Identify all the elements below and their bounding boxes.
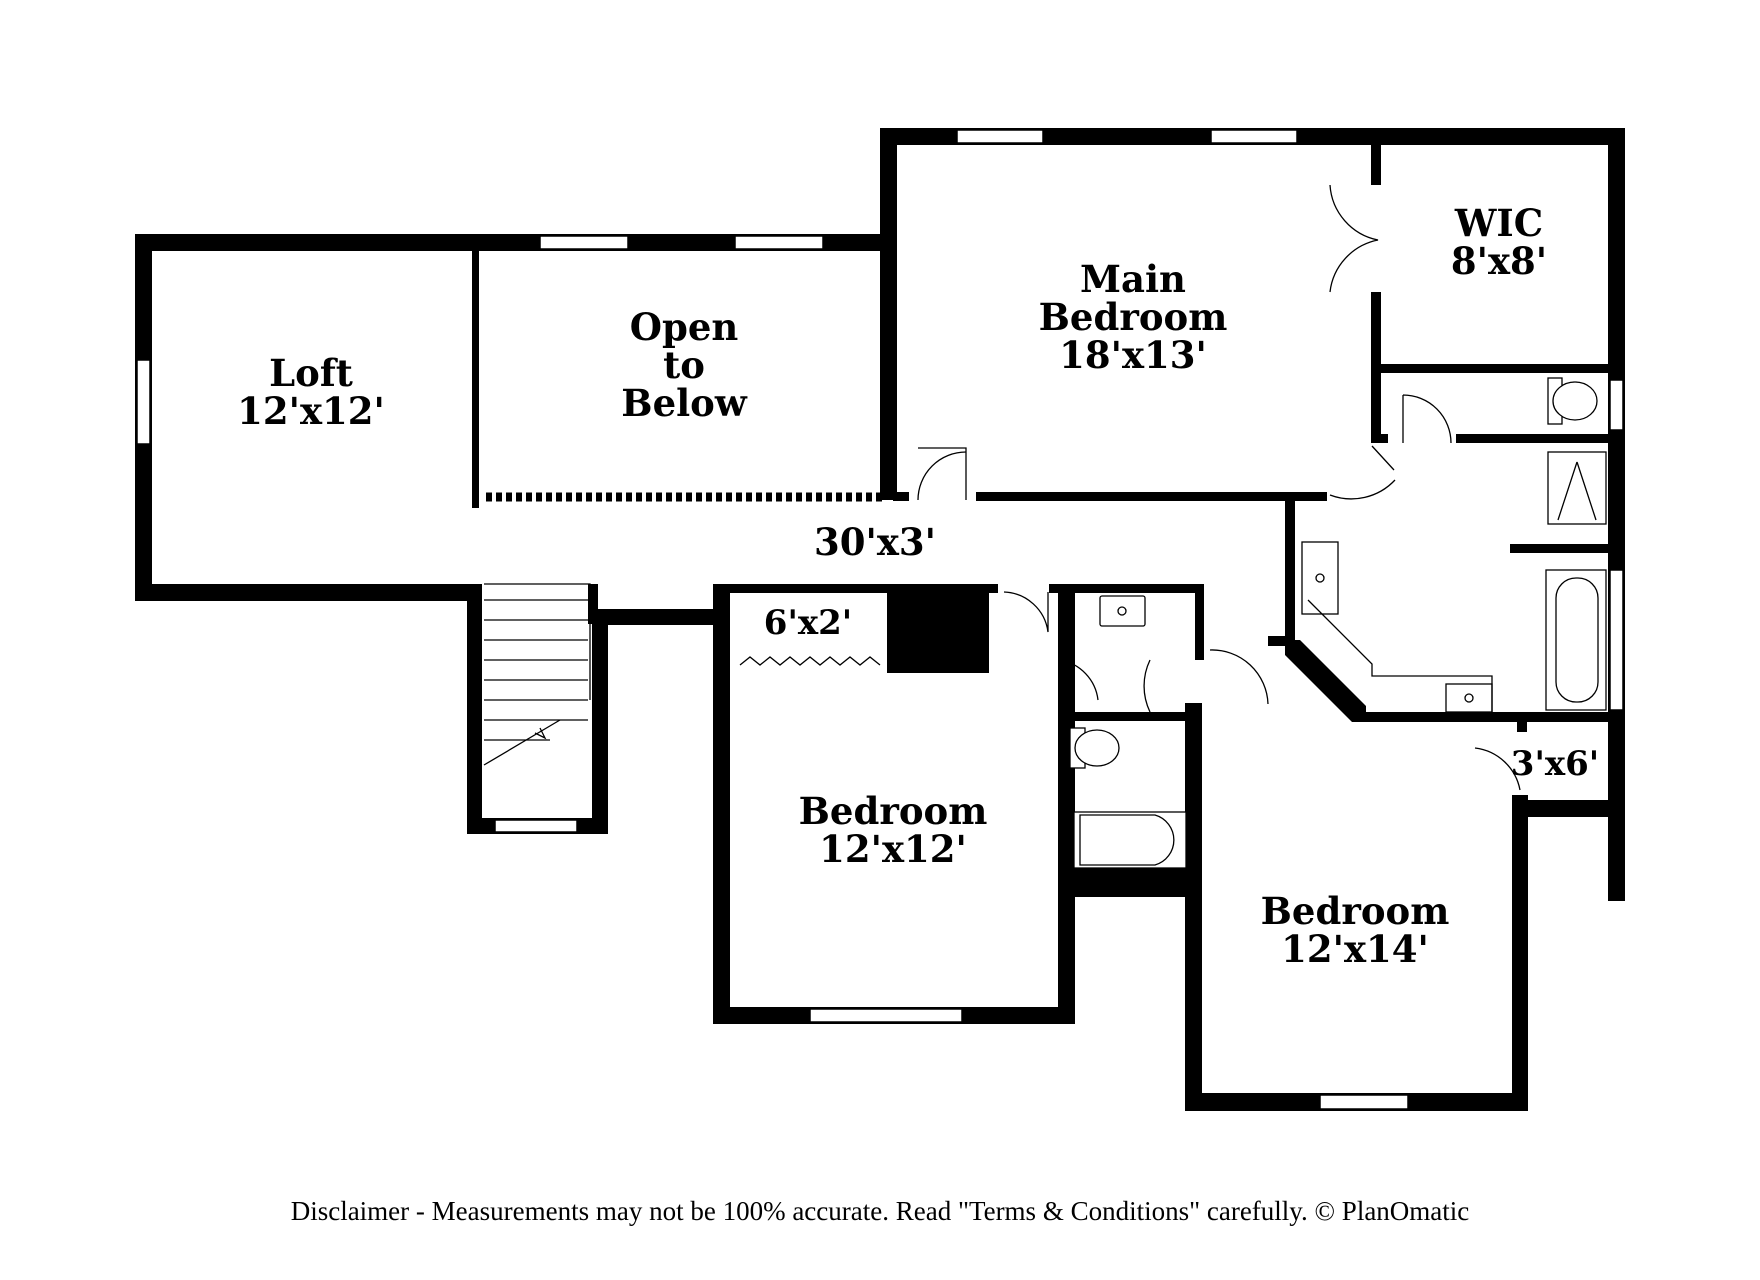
disclaimer-text: Disclaimer - Measurements may not be 100… — [290, 1196, 1470, 1226]
main-bedroom-dims: 18'x13' — [1059, 333, 1207, 377]
bedroom-2-dims: 12'x12' — [819, 827, 967, 871]
open-to-below-line3: Below — [621, 381, 748, 425]
bedroom-3-label: Bedroom — [1261, 889, 1450, 933]
bedroom-2-label: Bedroom — [799, 789, 988, 833]
main-bedroom-line1: Main — [1080, 257, 1186, 301]
windows — [136, 129, 1624, 1110]
hall-closet-dims: 6'x2' — [764, 603, 852, 643]
closet-bifold-doors — [739, 656, 881, 666]
loft-label: Loft — [269, 351, 353, 395]
bedroom-3-dims: 12'x14' — [1281, 927, 1429, 971]
bath-fixtures — [1069, 377, 1607, 869]
loft-dims: 12'x12' — [237, 389, 385, 433]
wic-label: WIC — [1454, 201, 1543, 245]
staircase — [483, 583, 591, 766]
open-to-below-line2: to — [663, 343, 705, 387]
open-to-below-line1: Open — [630, 305, 739, 349]
main-bedroom-line2: Bedroom — [1039, 295, 1228, 339]
room-labels: Loft 12'x12' Open to Below Main Bedroom … — [237, 201, 1599, 971]
closet-3-dims: 3'x6' — [1511, 744, 1599, 784]
wic-dims: 8'x8' — [1451, 239, 1547, 283]
doors — [917, 184, 1521, 791]
hall-dims: 30'x3' — [814, 520, 936, 564]
